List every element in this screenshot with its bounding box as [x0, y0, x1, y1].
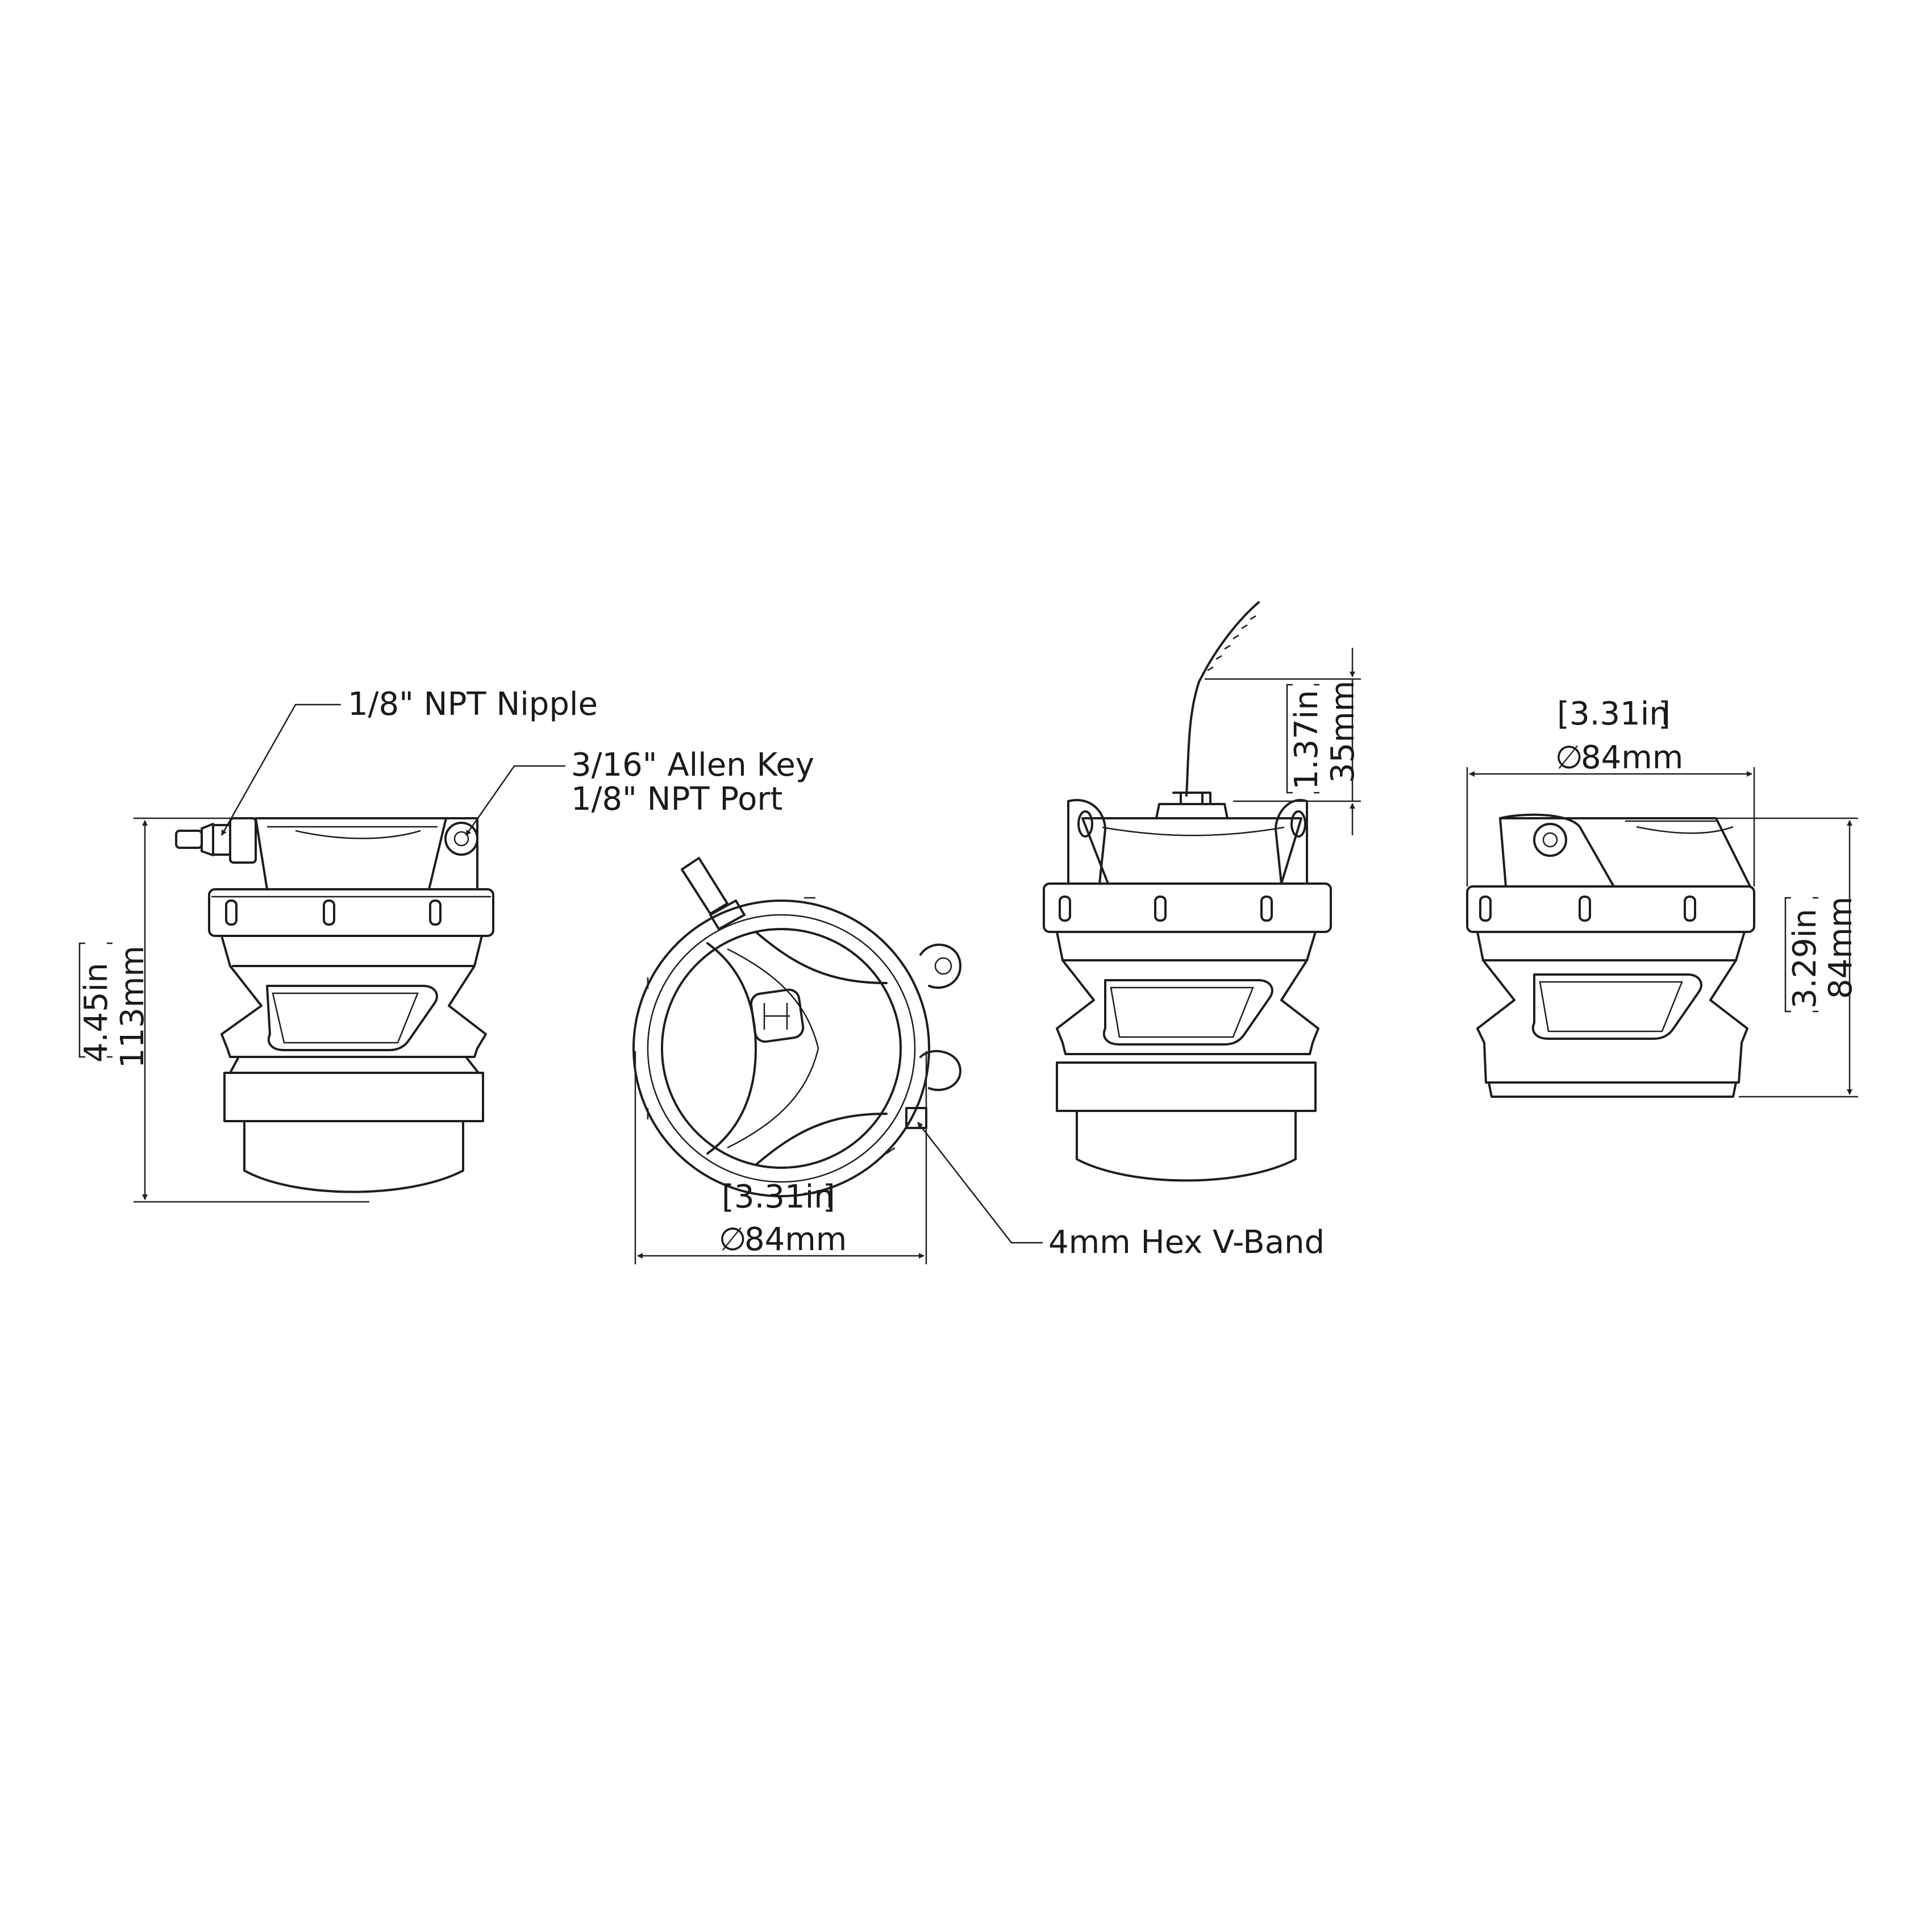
- leader-allen-key: [465, 765, 565, 836]
- top-view-center: [632, 857, 961, 1197]
- label-right-height-in: 3.29in: [1787, 909, 1823, 1009]
- side-view-right-wire: [1043, 601, 1332, 1182]
- label-vband: 4mm Hex V-Band: [1048, 1224, 1325, 1261]
- label-overall-height-mm: 113mm: [114, 946, 151, 1068]
- side-view-far-right: [1466, 813, 1755, 1098]
- label-npt-nipple: 1/8" NPT Nipple: [348, 686, 598, 723]
- dim-right-height: [1716, 817, 1858, 1098]
- label-wire-height-mm: 35mm: [1325, 681, 1361, 783]
- label-right-height-mm: 84mm: [1822, 897, 1859, 999]
- dim-top-diameter: [634, 1051, 927, 1264]
- label-top-diameter-mm: 84mm: [744, 1221, 847, 1258]
- bracket-open-right: [: [1557, 696, 1569, 732]
- diameter-symbol-top: ∅: [719, 1221, 747, 1258]
- label-overall-height-in: 4.45in: [78, 963, 115, 1063]
- leader-nipple: [220, 703, 341, 836]
- bracket-wire-height: [1286, 684, 1319, 794]
- side-view-left: [175, 817, 494, 1193]
- label-right-diameter-mm: 84mm: [1581, 739, 1683, 776]
- diameter-symbol-right: ∅: [1555, 739, 1583, 776]
- label-allen-key: 3/16" Allen Key: [571, 747, 814, 784]
- bracket-right-height: [1784, 897, 1818, 1013]
- npt-nipple-drawing: [175, 817, 257, 864]
- bracket-close-top: ]: [823, 1179, 835, 1215]
- bracket-open-top: [: [722, 1179, 734, 1215]
- dim-wire-height: [1205, 648, 1361, 835]
- dim-overall-height: [134, 817, 369, 1203]
- label-top-diameter-in: 3.31in: [734, 1179, 834, 1215]
- bracket-close-right: ]: [1658, 696, 1671, 732]
- bracket-overall-height: [78, 942, 113, 1058]
- leader-vband: [917, 1122, 1043, 1244]
- label-wire-height-in: 1.37in: [1288, 690, 1325, 790]
- dim-right-diameter: [1466, 767, 1755, 886]
- label-npt-port: 1/8" NPT Port: [571, 781, 782, 818]
- label-right-diameter-in: 3.31in: [1569, 696, 1669, 732]
